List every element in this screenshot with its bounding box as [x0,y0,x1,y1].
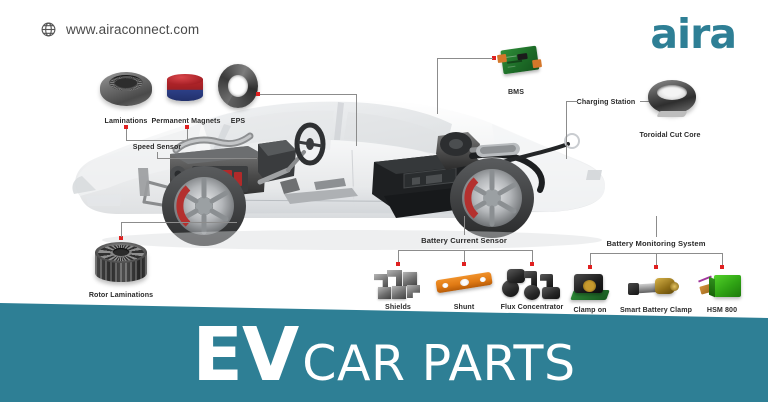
leader-charging-vertical [566,101,567,159]
connector-dot-smart-battery-clamp [654,265,658,269]
part-hsm-800-icon [698,272,746,302]
label-flux-concentrator: Flux Concentrator [500,303,564,311]
leader-speed-sensor-stem [157,152,158,158]
leader-bcs-branch-flux [532,250,533,262]
leader-bms-horizontal [437,58,493,59]
aira-logo: aira [650,10,737,58]
label-laminations: Laminations [104,117,148,125]
connector-dot-laminations [124,125,128,129]
label-charging-station: Charging Station [576,98,636,106]
connector-dot-shunt [462,262,466,266]
label-hsm-800: HSM 800 [706,306,738,314]
banner-title-car-parts: CAR PARTS [302,335,576,392]
connector-dot-permanent-magnets [185,125,189,129]
label-battery-current-sensor: Battery Current Sensor [421,236,507,245]
label-eps: EPS [230,117,246,125]
part-permanent-magnets-icon [167,74,203,104]
part-shields-icon [372,268,424,302]
leader-bcs-bridge [398,250,532,251]
label-clamp-on: Clamp on [573,306,607,314]
leader-branch-smart-clamp [656,253,657,265]
leader-charging-right [640,101,654,102]
part-eps-icon [218,64,258,108]
part-smart-battery-clamp-icon [628,274,684,300]
part-rotor-laminations-icon [95,242,147,288]
leader-bcs-branch-shields [398,250,399,262]
label-speed-sensor: Speed Sensor [132,143,182,151]
leader-bms-vertical [437,58,438,114]
label-smart-battery-clamp: Smart Battery Clamp [619,306,693,314]
bottom-banner [0,303,768,402]
leader-rotor-vertical [121,222,122,237]
connector-dot-hsm-800 [720,265,724,269]
connector-dot-clamp-on [588,265,592,269]
part-shunt-icon [435,271,493,294]
leader-bcs-stem-up [464,216,465,235]
leader-branch-hsm [722,253,723,265]
leader-charging-left [566,101,578,102]
banner-title-ev: EV [192,312,299,398]
label-toroidal-cut-core: Toroidal Cut Core [639,131,701,139]
label-bms: BMS [507,88,525,96]
connector-dot-rotor-laminations [119,236,123,240]
part-clamp-on-icon [570,272,610,302]
leader-bcs-branch-shunt [464,250,465,262]
site-url-block: www.airaconnect.com [40,21,199,38]
banner-title: EVCAR PARTS [0,318,768,392]
label-rotor-laminations: Rotor Laminations [88,291,154,299]
connector-dot-bms [492,56,496,60]
label-shields: Shields [385,303,411,311]
leader-speed-sensor-bridge [126,140,188,141]
label-battery-monitoring-system: Battery Monitoring System [606,239,706,248]
leader-speed-sensor-to-car [157,158,257,159]
leader-bms-group-stem [656,216,657,237]
part-laminations-icon [100,72,152,106]
globe-icon [40,21,57,38]
leader-magnets-down [187,129,188,140]
leader-eps-vertical [356,94,357,146]
part-toroidal-cut-core-icon [648,80,696,120]
connector-dot-eps [256,92,260,96]
connector-dot-shields [396,262,400,266]
label-permanent-magnets: Permanent Magnets [151,117,221,125]
leader-branch-clamp-on [590,253,591,265]
connector-dot-flux-concentrator [530,262,534,266]
leader-laminations-down [126,129,127,140]
leader-eps-horizontal [260,94,356,95]
label-shunt: Shunt [453,303,475,311]
part-bms-icon [496,44,543,78]
part-flux-concentrator-icon [502,268,562,302]
leader-rotor-horizontal [121,222,237,223]
site-url-text: www.airaconnect.com [66,22,200,37]
